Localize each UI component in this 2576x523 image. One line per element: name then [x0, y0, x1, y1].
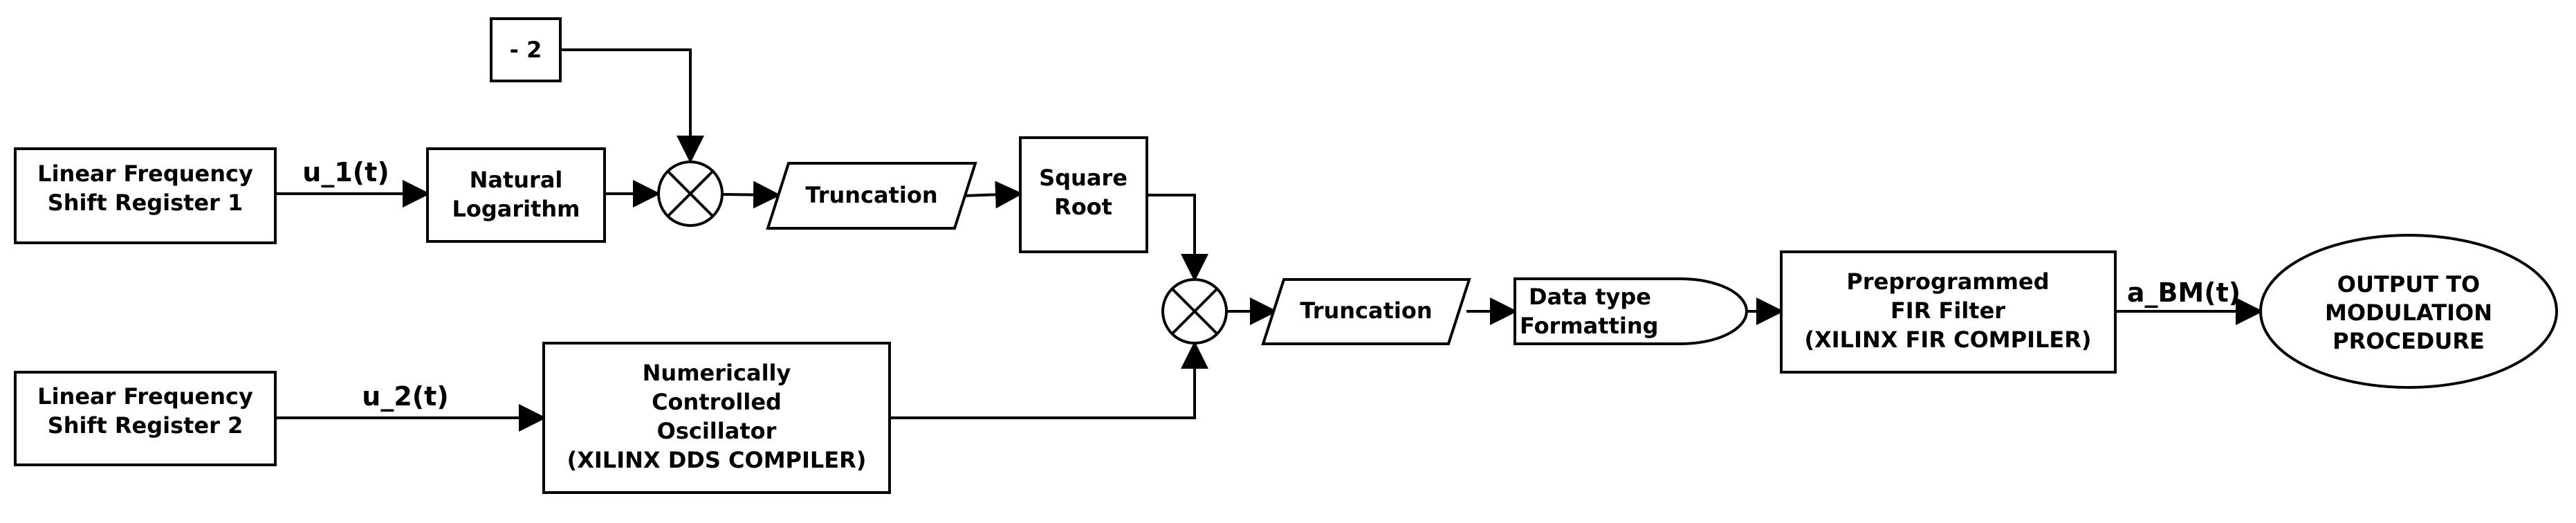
block-nco-line3: Oscillator — [657, 418, 777, 444]
block-trunc1-label: Truncation — [805, 182, 937, 208]
signal-label-abm: a_BM(t) — [2127, 277, 2241, 308]
block-constant-label: - 2 — [510, 37, 542, 63]
wire-sqrt-to-mult2 — [1148, 194, 1208, 282]
block-fir-line2: FIR Filter — [1890, 297, 2005, 324]
wire-nco-to-mult2 — [890, 341, 1208, 419]
block-sqrt-line2: Root — [1054, 194, 1112, 220]
block-nco: Numerically Controlled Oscillator (XILIN… — [542, 342, 891, 494]
signal-label-u1: u_1(t) — [302, 157, 389, 187]
block-lfsr2-line2: Shift Register 2 — [48, 412, 243, 439]
block-fir-filter: Preprogrammed FIR Filter (XILINX FIR COM… — [1780, 250, 2117, 374]
block-output: OUTPUT TO MODULATION PROCEDURE — [2259, 234, 2558, 389]
block-lfsr2-line1: Linear Frequency — [37, 383, 253, 410]
block-constant: - 2 — [490, 17, 562, 82]
wire-trunc1-to-sqrt — [964, 181, 1023, 209]
signal-label-u2: u_2(t) — [362, 381, 448, 412]
block-fir-line3: (XILINX FIR COMPILER) — [1804, 327, 2091, 353]
block-lfsr1-line1: Linear Frequency — [37, 160, 253, 187]
block-fmt-line2: Formatting — [1520, 313, 1659, 339]
multiplier-2 — [1161, 278, 1228, 345]
block-truncation-2: Truncation — [1261, 278, 1471, 345]
block-output-line1: OUTPUT TO — [2337, 271, 2480, 297]
block-lfsr2: Linear Frequency Shift Register 2 — [14, 371, 277, 466]
block-square-root: Square Root — [1019, 136, 1148, 253]
block-natural-logarithm: Natural Logarithm — [426, 147, 606, 243]
block-ln-line2: Logarithm — [452, 196, 580, 222]
block-lfsr1-line2: Shift Register 1 — [48, 190, 243, 216]
block-fir-line1: Preprogrammed — [1846, 268, 2049, 295]
block-output-line2: MODULATION — [2325, 300, 2492, 326]
block-fmt-line1: Data type — [1529, 284, 1651, 310]
block-nco-line2: Controlled — [652, 389, 782, 415]
block-truncation-1: Truncation — [766, 162, 977, 230]
block-nco-line4: (XILINX DDS COMPILER) — [567, 447, 867, 473]
block-lfsr1: Linear Frequency Shift Register 1 — [14, 147, 277, 244]
block-nco-line1: Numerically — [643, 360, 791, 386]
block-output-line3: PROCEDURE — [2333, 328, 2485, 354]
block-ln-line1: Natural — [470, 167, 563, 193]
block-data-type-formatting: Data type Formatting — [1514, 277, 1748, 345]
wire-const-to-mult1 — [560, 48, 704, 163]
wire-mult1-to-trunc1 — [723, 181, 781, 209]
multiplier-1 — [657, 160, 724, 227]
block-sqrt-line1: Square — [1039, 165, 1128, 191]
block-trunc2-label: Truncation — [1300, 297, 1432, 324]
